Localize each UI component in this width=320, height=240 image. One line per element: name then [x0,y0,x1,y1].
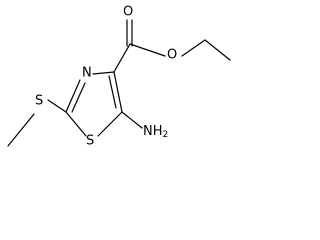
amino-subscript-label: 2 [163,130,169,140]
bond-ch2-ch3 [204,39,231,61]
bond-ring-nitrogen-c2-a [65,79,81,113]
bond-c4-ring-nitrogen [92,71,115,75]
molecule-structure: O O N S S NH2 [7,5,231,149]
atom-ring-nitrogen: N [82,66,92,81]
bond-c5-c4-double [108,75,117,109]
bond-carbonyl-carbon-ester-oxygen [129,43,166,57]
bond-ester-oxygen-ch2 [181,39,206,57]
atom-amino-group: NH2 [143,124,168,140]
bond-c2-thioether-sulfur [47,99,67,113]
bond-c4-carbonyl-carbon [113,43,131,73]
bond-c5-amino [121,111,143,129]
bond-ring-sulfur-c5 [97,111,123,137]
atom-ester-oxygen: O [167,48,177,63]
atom-thioether-sulfur: S [35,94,43,109]
bond-c2-ring-sulfur [65,111,87,137]
amino-main-label: NH [143,124,163,139]
atom-carbonyl-oxygen: O [123,5,133,20]
atom-ring-sulfur: S [86,134,94,149]
bond-c5-c4 [113,71,123,113]
bond-ring-nitrogen-c2-b [71,82,86,113]
bond-thioether-sulfur-methyl [7,113,35,147]
